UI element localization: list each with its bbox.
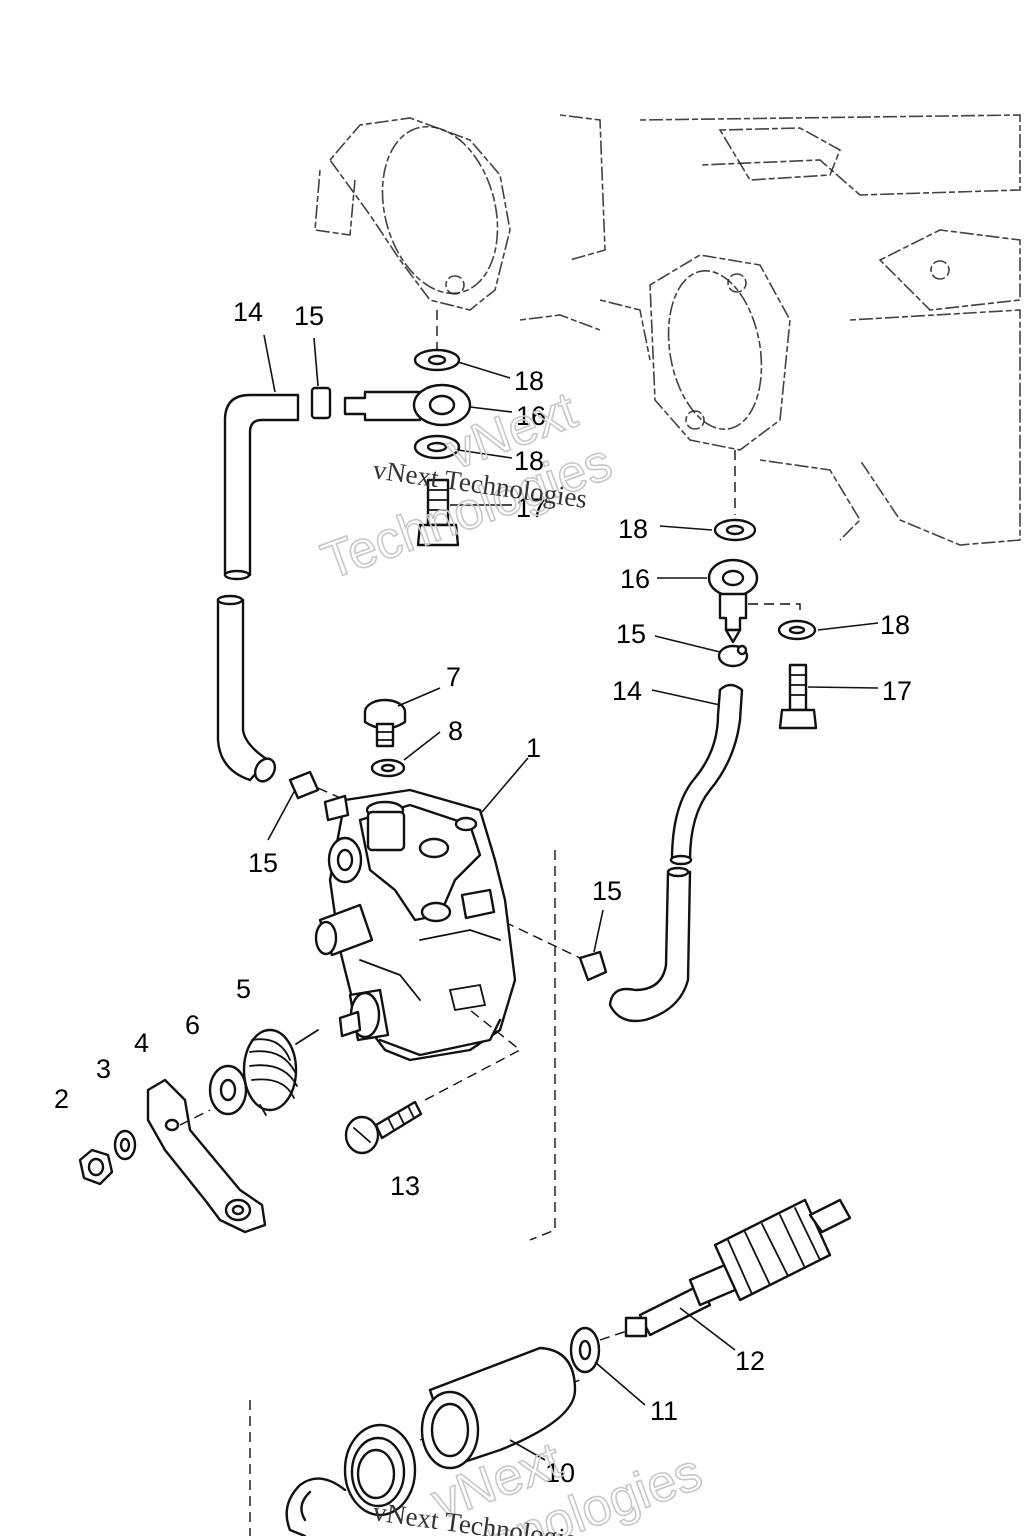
callout-14-right: 14	[612, 676, 642, 706]
hose-clamp-left-lower	[288, 770, 346, 801]
callout-labels: 1 2 3 4 5 6 7 8 10 11 12 13 14 14 15 15 …	[54, 297, 912, 1488]
hose-left	[216, 393, 300, 783]
banjo-bolt-upper	[416, 478, 460, 547]
callout-7: 7	[446, 662, 461, 692]
thrust-washer	[569, 1326, 601, 1374]
pump-control-lever	[146, 1078, 267, 1234]
hex-nut	[78, 1148, 114, 1186]
lock-washer	[113, 1129, 137, 1161]
callout-15-left-lower: 15	[248, 848, 278, 878]
callout-4: 4	[134, 1028, 149, 1058]
callout-2: 2	[54, 1084, 69, 1114]
plug-screw	[363, 698, 407, 748]
callout-13: 13	[390, 1171, 420, 1201]
callout-6: 6	[185, 1010, 200, 1040]
callout-16-right: 16	[620, 564, 650, 594]
callout-17-upper: 17	[516, 493, 546, 523]
callout-15-right-lower: 15	[592, 876, 622, 906]
callout-1: 1	[526, 733, 541, 763]
callout-14-left: 14	[233, 297, 263, 327]
callout-18-top: 18	[514, 366, 544, 396]
spacer-washer	[208, 1064, 248, 1116]
hose-clamp-upper-left	[310, 386, 332, 420]
callout-15-right: 15	[616, 619, 646, 649]
alignment-line-shaft	[529, 850, 556, 1241]
engine-block-outline	[314, 114, 1021, 546]
callout-15-upper-left: 15	[294, 301, 324, 331]
washers-upper	[413, 310, 461, 460]
leader-lines	[263, 334, 879, 1461]
callout-8: 8	[448, 716, 463, 746]
oil-pump-body	[314, 788, 517, 1062]
sealing-washer	[370, 758, 406, 778]
circlip	[285, 1477, 347, 1536]
washer-right	[777, 619, 817, 641]
banjo-bolt-right	[778, 663, 818, 730]
union-fitting-right	[707, 450, 801, 644]
shaft-bushing	[420, 1346, 577, 1470]
callout-12: 12	[735, 1346, 765, 1376]
drive-gear-shaft	[624, 1198, 852, 1338]
return-spring	[242, 1028, 319, 1116]
hose-clamp-right-upper	[717, 644, 749, 668]
callout-16-upper: 16	[516, 401, 546, 431]
oil-seal	[343, 1423, 417, 1517]
callout-11: 11	[650, 1396, 678, 1426]
callout-10: 10	[545, 1458, 575, 1488]
callout-18-upper: 18	[514, 446, 544, 476]
callout-3: 3	[96, 1054, 111, 1084]
hose-right	[608, 683, 744, 1023]
callout-17-right: 17	[882, 676, 912, 706]
watermark-lower: vNext Technologies vNext Technologies	[371, 1430, 710, 1536]
callout-5: 5	[236, 974, 251, 1004]
mounting-screw	[344, 1009, 522, 1155]
callout-18-right-top: 18	[618, 514, 648, 544]
callout-18-right: 18	[880, 610, 910, 640]
union-fitting-upper	[343, 383, 472, 427]
